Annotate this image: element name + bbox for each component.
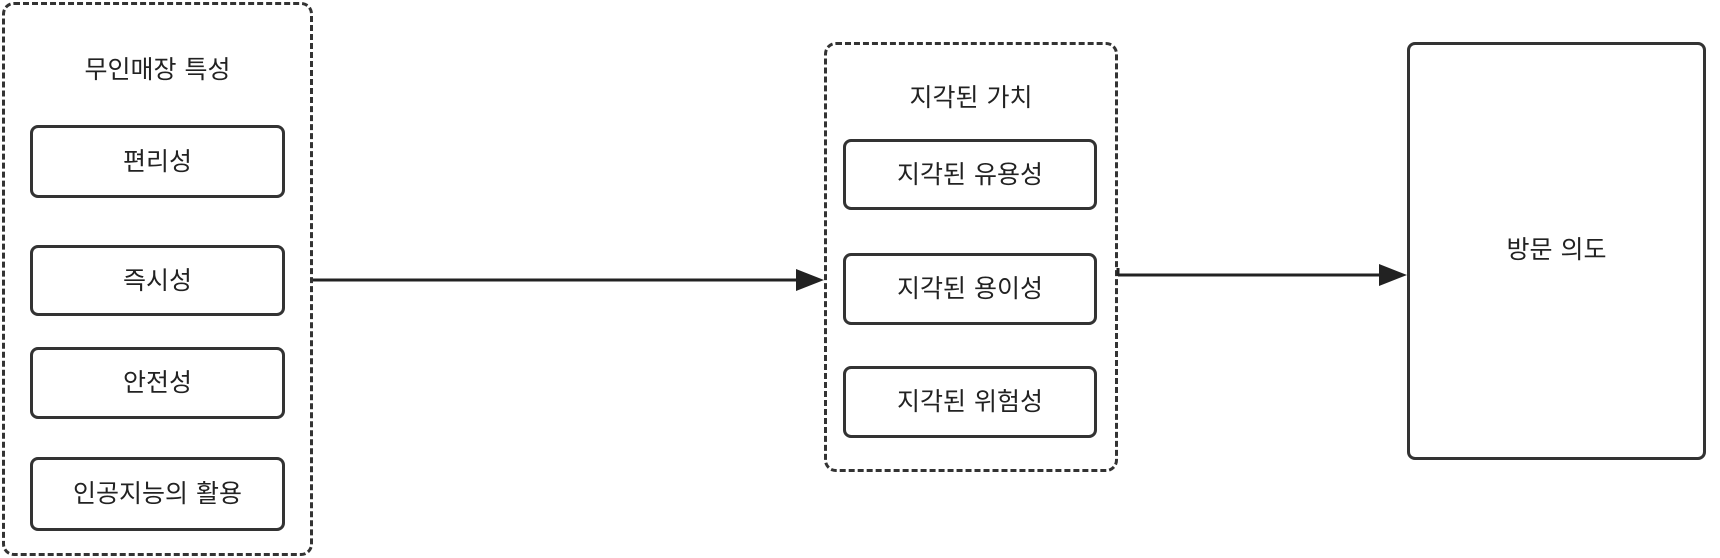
perceived-ease-label: 지각된 용이성 [897, 274, 1043, 303]
perceived-value-group: 지각된 가치 [824, 42, 1118, 472]
safety-node: 안전성 [30, 347, 285, 419]
convenience-label: 편리성 [122, 146, 192, 176]
arrow-value-to-intention [1116, 264, 1407, 286]
arrow-characteristics-to-value [313, 269, 824, 291]
ai-utilization-label: 인공지능의 활용 [73, 479, 242, 508]
safety-label: 안전성 [122, 368, 192, 397]
perceived-risk-node: 지각된 위험성 [843, 366, 1097, 438]
store-characteristics-title: 무인매장 특성 [84, 55, 231, 84]
visit-intention-node: 방문 의도 [1407, 42, 1706, 460]
perceived-value-title: 지각된 가치 [909, 83, 1033, 112]
visit-intention-label: 방문 의도 [1506, 235, 1607, 264]
store-characteristics-group: 무인매장 특성 [2, 2, 313, 556]
ai-utilization-node: 인공지능의 활용 [30, 457, 285, 531]
perceived-usefulness-label: 지각된 유용성 [897, 159, 1043, 189]
convenience-node: 편리성 [30, 125, 285, 198]
perceived-usefulness-node: 지각된 유용성 [843, 139, 1097, 210]
immediacy-label: 즉시성 [122, 265, 192, 295]
perceived-risk-label: 지각된 위험성 [897, 387, 1043, 416]
perceived-ease-node: 지각된 용이성 [843, 253, 1097, 325]
immediacy-node: 즉시성 [30, 245, 285, 316]
